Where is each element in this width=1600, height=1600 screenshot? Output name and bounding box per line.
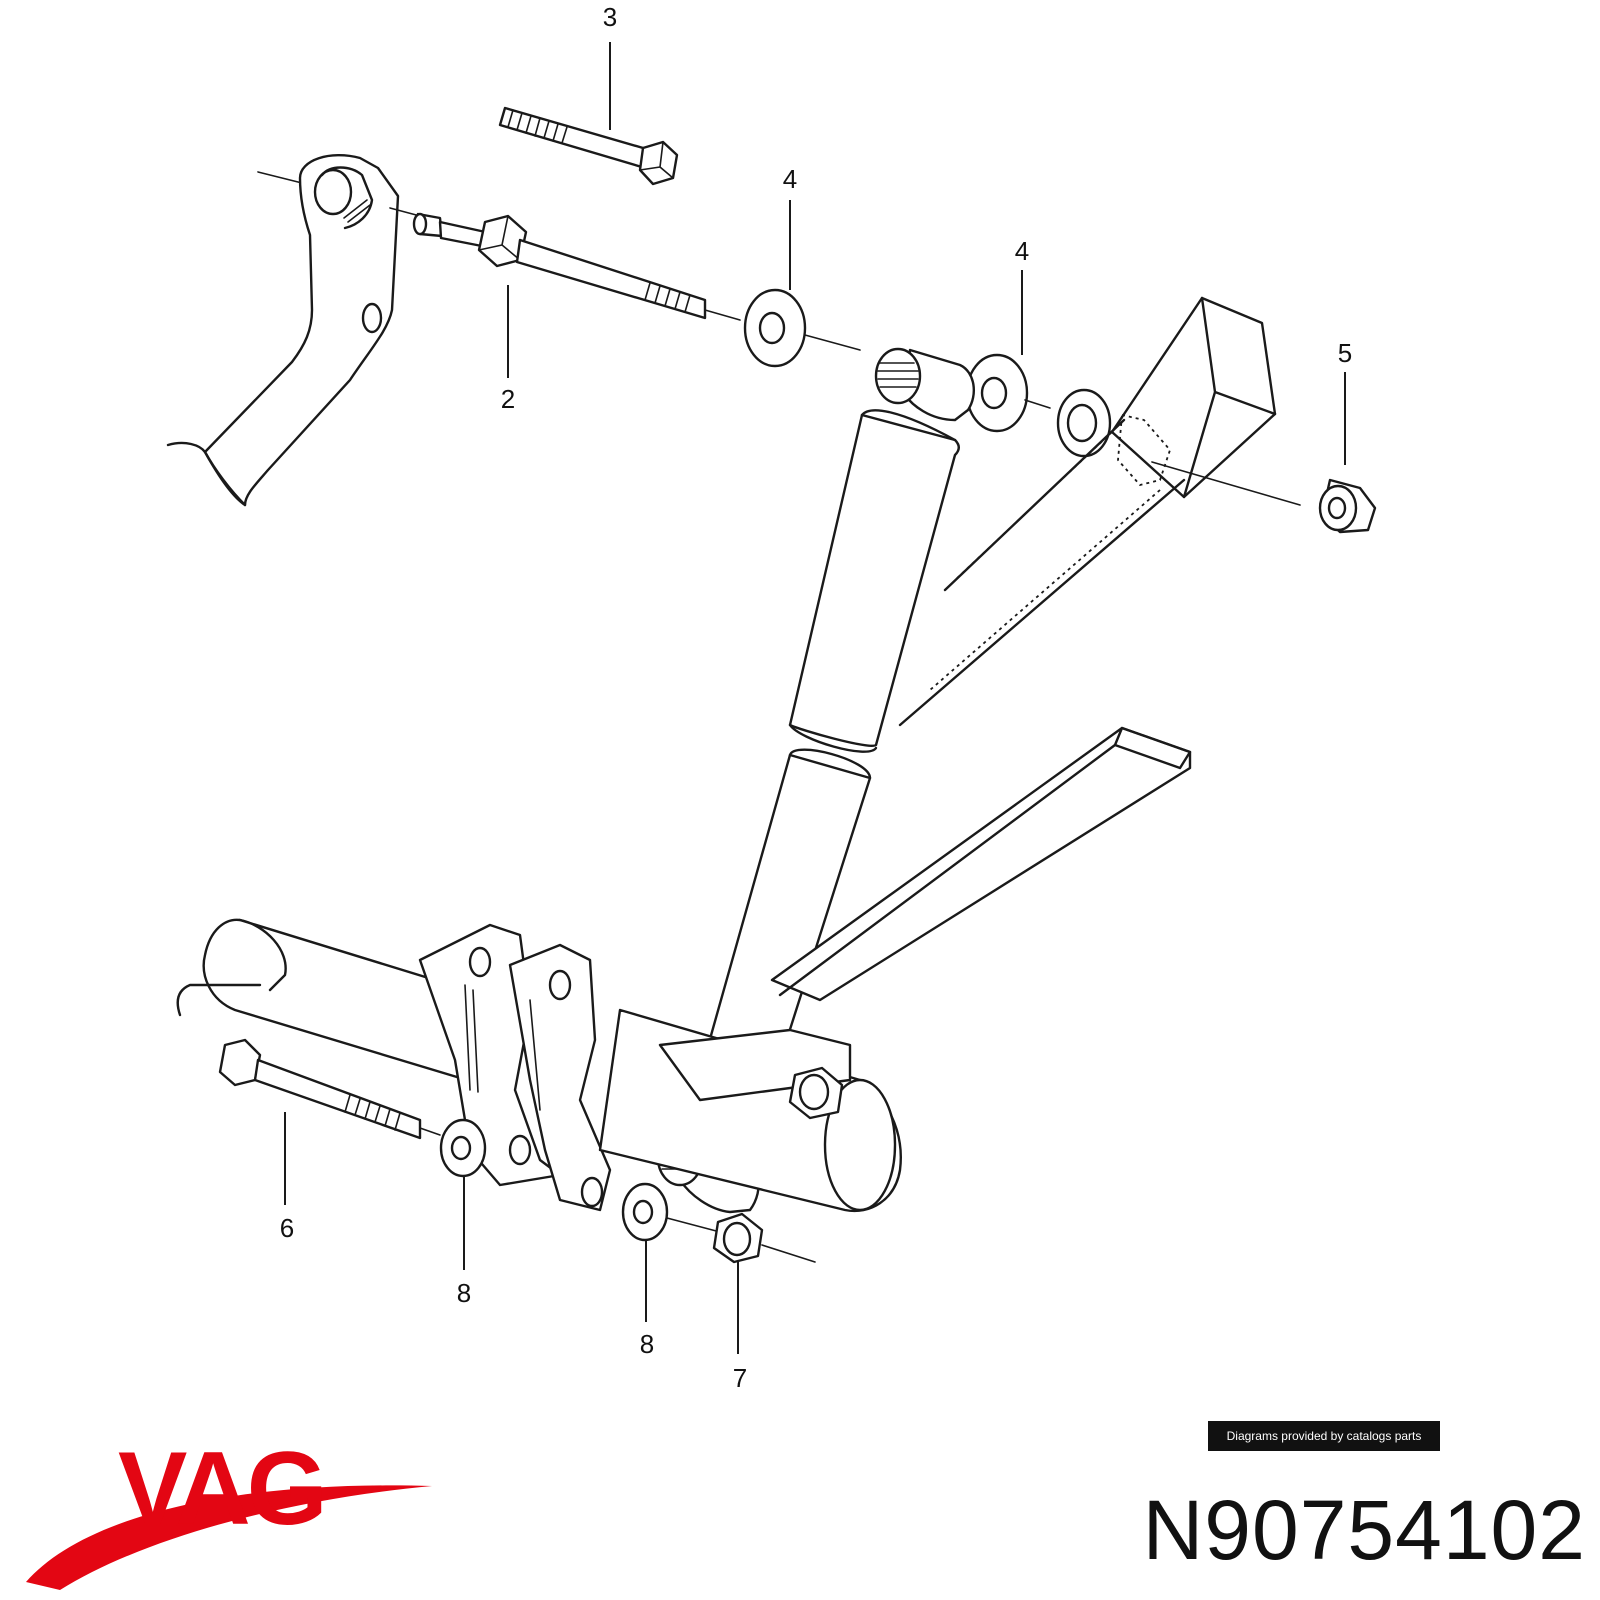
nut-part-5 xyxy=(1318,478,1377,534)
washer-part-4-upper-b xyxy=(965,353,1051,433)
callout-2: 2 xyxy=(501,384,515,414)
frame-bracket xyxy=(166,154,400,507)
nut-part-7 xyxy=(712,1212,816,1264)
callout-6: 6 xyxy=(280,1213,294,1243)
part-number: N90754102 xyxy=(1142,1483,1586,1577)
leader-lines xyxy=(284,42,1346,1354)
callout-8-a: 8 xyxy=(457,1278,471,1308)
washer-part-4-upper-a xyxy=(743,288,861,368)
vag-logo-swoosh xyxy=(26,1485,432,1590)
bushing xyxy=(1056,388,1112,458)
crossmember xyxy=(898,296,1301,727)
bolt-part-3 xyxy=(498,106,679,186)
callout-4-upper-a: 4 xyxy=(783,164,797,194)
washer-part-8-a xyxy=(439,1118,487,1178)
callout-5: 5 xyxy=(1338,338,1352,368)
callout-3: 3 xyxy=(603,2,617,32)
bolt-part-6 xyxy=(218,1038,441,1140)
leaf-spring xyxy=(770,726,1192,1002)
credit-badge: Diagrams provided by catalogs parts xyxy=(1208,1421,1440,1451)
callout-7: 7 xyxy=(733,1363,747,1393)
axle-assembly xyxy=(176,918,902,1213)
callout-8-b: 8 xyxy=(640,1329,654,1359)
callout-4-upper-b: 4 xyxy=(1015,236,1029,266)
vag-logo: VAG xyxy=(118,1431,328,1547)
callout-labels: 3 4 4 5 2 6 8 8 7 xyxy=(280,2,1352,1393)
stud-part-2 xyxy=(389,207,741,321)
